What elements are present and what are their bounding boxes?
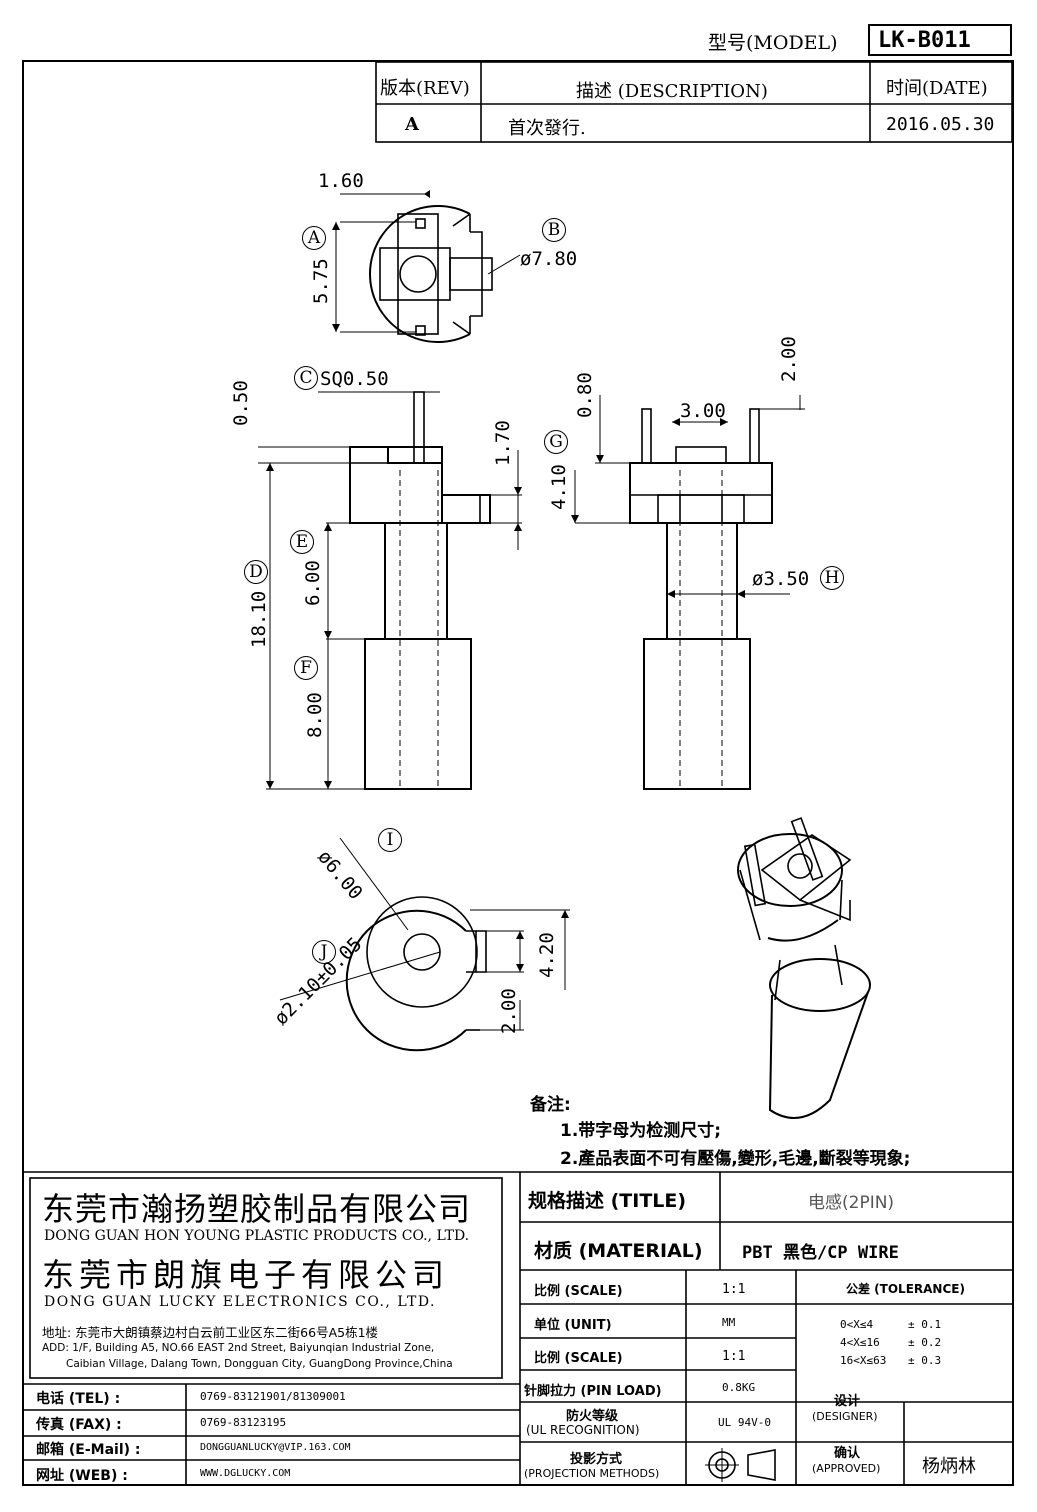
marker-a: A	[302, 226, 326, 250]
dim-top-width: 1.60	[318, 170, 364, 192]
desc-header: 描述 (DESCRIPTION)	[576, 81, 768, 102]
pinload-value: 0.8KG	[722, 1381, 756, 1394]
designer-label-2: (DESIGNER)	[812, 1410, 878, 1423]
material-value: PBT 黑色/CP WIRE	[742, 1243, 899, 1263]
web-label: 网址 (WEB) :	[36, 1468, 128, 1484]
designer-label-1: 设计	[834, 1394, 861, 1409]
date-header: 时间(DATE)	[886, 78, 988, 99]
web-value: WWW.DGLUCKY.COM	[200, 1468, 291, 1479]
pinload-label: 针脚拉力 (PIN LOAD)	[524, 1384, 662, 1399]
desc-value: 首次發行.	[508, 118, 586, 139]
dim-420: 4.20	[536, 932, 558, 978]
dim-200-bottom: 2.00	[498, 988, 520, 1034]
dim-200-top: 2.00	[778, 336, 800, 382]
scale2-label: 比例 (SCALE)	[534, 1351, 623, 1366]
note-1: 1.带字母为检测尺寸;	[560, 1121, 722, 1141]
company-name-cn-2: 东莞市朗旗电子有限公司	[42, 1256, 450, 1294]
tol-range-2: 4<X≤16	[840, 1336, 880, 1349]
dim-top-dia: ø7.80	[520, 248, 578, 270]
marker-h: H	[820, 566, 844, 590]
model-label: 型号(MODEL)	[708, 32, 838, 54]
address-cn: 地址: 东莞市大朗镇蔡边村白云前工业区东二街66号A5栋1楼	[42, 1325, 379, 1340]
ul-label-2: (UL RECOGNITION)	[526, 1423, 640, 1437]
tel-value: 0769-83121901/81309001	[200, 1390, 346, 1403]
fax-value: 0769-83123195	[200, 1416, 287, 1429]
fax-label: 传真 (FAX) :	[36, 1417, 122, 1433]
title-label: 规格描述 (TITLE)	[528, 1190, 687, 1212]
dim-pin-sq: SQ0.50	[320, 368, 389, 390]
rev-header: 版本(REV)	[380, 78, 470, 99]
marker-f: F	[294, 656, 318, 680]
tol-value-2: ± 0.2	[908, 1336, 942, 1349]
tol-value-3: ± 0.3	[908, 1354, 942, 1367]
notes-title: 备注:	[530, 1095, 571, 1115]
marker-i: I	[378, 828, 402, 852]
marker-d: D	[244, 560, 268, 584]
unit-label: 单位 (UNIT)	[534, 1318, 612, 1333]
marker-g: G	[544, 430, 568, 454]
dim-1810: 18.10	[248, 590, 270, 648]
scale-value: 1:1	[722, 1282, 746, 1297]
tolerance-label: 公差 (TOLERANCE)	[846, 1282, 965, 1296]
scale2-value: 1:1	[722, 1349, 746, 1364]
dim-300: 3.00	[680, 400, 726, 422]
marker-j: J	[312, 940, 336, 964]
approved-label-1: 确认	[834, 1446, 861, 1461]
address-en-1: ADD: 1/F, Building A5, NO.66 EAST 2nd St…	[42, 1342, 435, 1354]
email-label: 邮箱 (E-Mail) :	[36, 1442, 141, 1458]
dim-800: 8.00	[304, 692, 326, 738]
dim-350: ø3.50	[752, 568, 810, 590]
marker-e: E	[290, 530, 314, 554]
dim-080: 0.80	[574, 372, 596, 418]
unit-value: MM	[722, 1316, 736, 1329]
dim-600: 6.00	[302, 560, 324, 606]
tel-label: 电话 (TEL) :	[36, 1391, 121, 1407]
tol-value-1: ± 0.1	[908, 1318, 942, 1331]
rev-value: A	[405, 114, 419, 135]
ul-value: UL 94V-0	[718, 1416, 771, 1429]
marker-c: C	[294, 366, 318, 390]
dim-top-height: 5.75	[310, 258, 332, 304]
address-en-2: Caibian Village, Dalang Town, Dongguan C…	[66, 1358, 453, 1370]
dim-050: 0.50	[230, 380, 252, 426]
dim-410: 4.10	[548, 464, 570, 510]
approved-value: 杨炳林	[922, 1456, 976, 1477]
scale-label: 比例 (SCALE)	[534, 1284, 623, 1299]
ul-label-1: 防火等级	[566, 1409, 619, 1424]
tol-range-1: 0<X≤4	[840, 1318, 874, 1331]
marker-b: B	[542, 218, 566, 242]
company-name-en-2: DONG GUAN LUCKY ELECTRONICS CO., LTD.	[44, 1294, 436, 1310]
proj-label-1: 投影方式	[570, 1452, 623, 1467]
company-name-en-1: DONG GUAN HON YOUNG PLASTIC PRODUCTS CO.…	[44, 1228, 470, 1244]
email-value: DONGGUANLUCKY@VIP.163.COM	[200, 1442, 351, 1453]
approved-label-2: (APPROVED)	[812, 1462, 881, 1475]
date-value: 2016.05.30	[886, 114, 995, 135]
proj-label-2: (PROJECTION METHODS)	[524, 1467, 660, 1480]
drawing-frame	[22, 60, 1014, 1486]
model-number: LK-B011	[868, 24, 1012, 56]
note-2: 2.產品表面不可有壓傷,變形,毛邊,斷裂等現象;	[560, 1149, 911, 1169]
dim-170: 1.70	[492, 420, 514, 466]
title-value: 电感(2PIN)	[808, 1193, 895, 1213]
tol-range-3: 16<X≤63	[840, 1354, 887, 1367]
company-name-cn-1: 东莞市瀚扬塑胶制品有限公司	[42, 1190, 472, 1228]
material-label: 材质 (MATERIAL)	[534, 1240, 703, 1262]
